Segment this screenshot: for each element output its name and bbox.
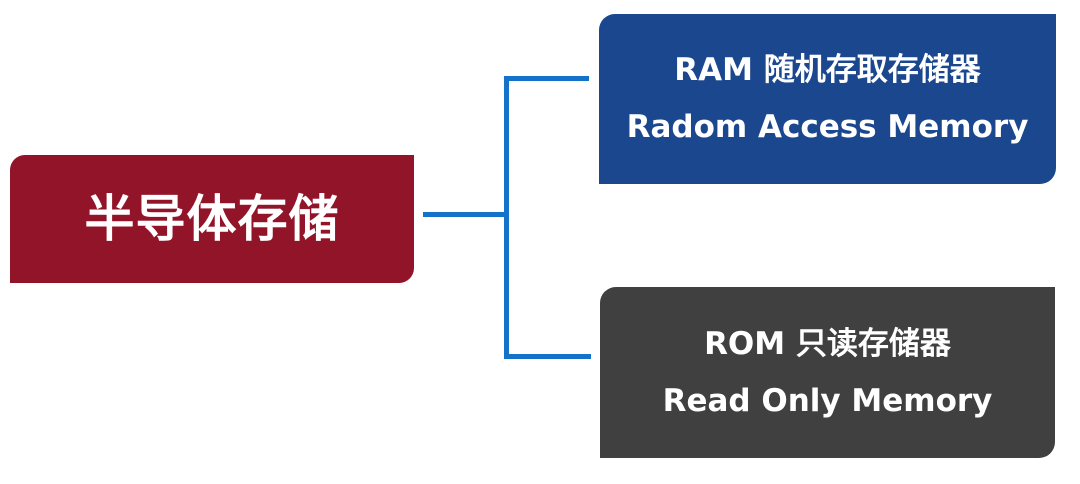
child-node-ram: RAM 随机存取存储器 Radom Access Memory [599,14,1056,184]
root-node-label: 半导体存储 [84,190,340,248]
child-node-rom: ROM 只读存储器 Read Only Memory [600,287,1055,458]
rom-title: ROM 只读存储器 [704,325,951,362]
rom-subtitle: Read Only Memory [662,382,993,419]
ram-title: RAM 随机存取存储器 [674,52,981,88]
ram-subtitle: Radom Access Memory [626,109,1029,145]
root-node-semiconductor-storage: 半导体存储 [10,155,414,283]
